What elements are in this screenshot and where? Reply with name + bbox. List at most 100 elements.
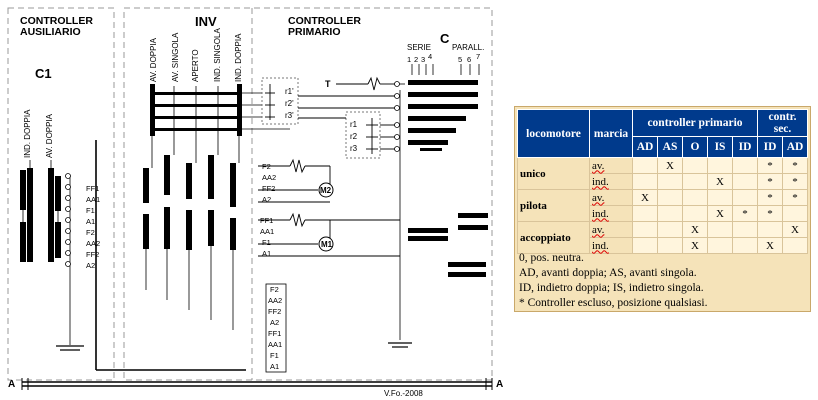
subheader-id: ID [732,136,758,158]
table-row: pilota av. X * * [517,189,808,222]
table-cell [757,221,783,238]
marcia-cell: ind. [589,173,633,190]
controller-c-drum [408,80,488,277]
r1: r1 [350,120,358,129]
c-label: C [440,31,450,46]
r-prime-switch [265,84,275,120]
table-cell: X [782,221,808,238]
svg-text:FF2: FF2 [86,250,99,259]
c1-terminal-dots [65,173,71,267]
svg-text:AA2: AA2 [268,296,282,305]
table-cell: * [757,189,783,206]
parall-num-6: 6 [467,55,471,64]
table-cell: X [682,237,708,254]
svg-text:AA2: AA2 [86,239,100,248]
inv-col-3: IND. SINGOLA [213,28,222,82]
m1-motor [318,236,334,252]
table-cell [732,221,758,238]
table-cell [682,205,708,222]
svg-text:A1: A1 [270,362,279,371]
svg-text:F2: F2 [262,162,271,171]
svg-text:F1: F1 [270,351,279,360]
subheader-sec-id: ID [757,136,783,158]
col-header-contr-sec: contr. sec. [757,109,808,137]
m2-label: M2 [320,186,332,195]
svg-text:FF1: FF1 [260,216,273,225]
c1-contacts [20,168,61,262]
marcia-cell: av. [589,221,633,238]
table-cell: * [757,205,783,222]
controller-c-rails [395,64,480,340]
table-cell [657,221,683,238]
svg-text:A2: A2 [262,195,271,204]
table-cell [682,157,708,174]
table-cell: X [707,173,733,190]
bus-terminals [21,378,493,390]
note-line: AD, avanti doppia; AS, avanti singola. [519,267,697,279]
m2-terminals: F2 AA2 FF2 A2 [262,162,276,204]
marcia-cell: ind. [589,237,633,254]
table-cell: * [757,173,783,190]
svg-text:AA1: AA1 [86,195,100,204]
controller-position-table-panel: locomotore marcia controller primario co… [514,106,811,312]
col-header-marcia: marcia [589,109,633,158]
c-ground [388,342,412,348]
controller-position-table: locomotore marcia controller primario co… [517,109,808,254]
table-cell [682,189,708,206]
marcia-cell: av. [589,157,633,174]
table-cell [682,173,708,190]
svg-text:FF1: FF1 [268,329,281,338]
inv-col-2: APERTO [191,49,200,82]
primary-title-2: PRIMARIO [288,26,341,38]
table-cell: * [732,205,758,222]
parall-num-5: 5 [458,55,462,64]
loco-cell: accoppiato [517,221,590,254]
m1-terminals: FF1 AA1 F1 A1 [260,216,274,258]
inv-contacts [143,84,242,250]
m1-label: M1 [321,240,333,249]
table-notes: 0, pos. neutra. AD, avanti doppia; AS, a… [519,251,707,311]
c1-label: C1 [35,66,52,81]
table-cell [657,173,683,190]
serie-label: SERIE [407,43,431,52]
r3-prime: r3' [285,111,294,120]
table-cell: X [682,221,708,238]
table-cell: X [757,237,783,254]
svg-text:AA1: AA1 [260,227,274,236]
svg-text:F1: F1 [262,238,271,247]
aux-title-1: CONTROLLER [20,15,93,27]
svg-text:F2: F2 [270,285,279,294]
col-header-controller-primario: controller primario [632,109,758,137]
marcia-cell: av. [589,189,633,206]
table-cell [657,237,683,254]
table-row: accoppiato av. X X [517,221,808,254]
t-wire [298,76,395,150]
inv-label: INV [195,14,217,29]
m2-motor [318,182,334,198]
note-line: 0, pos. neutra. [519,252,584,264]
svg-text:F2: F2 [86,228,95,237]
bus-left-label: A [8,379,15,390]
serie-num-3: 3 [421,55,425,64]
table-cell [782,237,808,254]
parall-num-7: 7 [476,52,480,61]
r1-prime: r1' [285,87,294,96]
table-cell: X [707,205,733,222]
inv-col-1: AV. SINGOLA [171,32,180,82]
table-cell [632,205,658,222]
r-box [345,111,381,159]
table-cell [732,173,758,190]
bus-a-line [22,140,492,387]
note-line: ID, indietro doppia; IS, indietro singol… [519,282,704,294]
subheader-as: AS [657,136,683,158]
c1-terminals: FF1 AA1 F1 A1 F2 AA2 FF2 A2 [86,184,100,270]
r2-prime: r2' [285,99,294,108]
svg-text:F1: F1 [86,206,95,215]
table-cell: * [782,157,808,174]
table-cell: * [782,189,808,206]
marcia-cell: ind. [589,205,633,222]
c1-col-0: IND. DOPPIA [23,109,32,158]
serie-num-2: 2 [414,55,418,64]
c1-col-1: AV. DOPPIA [45,113,54,158]
